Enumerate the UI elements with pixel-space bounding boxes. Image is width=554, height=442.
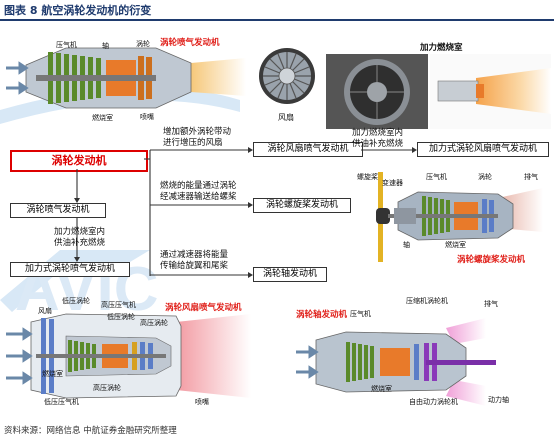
turbofan-label-lp-compressor: 低压压气机 — [44, 398, 79, 406]
afterburner-illustration — [326, 54, 551, 129]
turboshaft-caption: 涡轮轴发动机 — [296, 310, 348, 320]
turbofan-label-hp-turbine-bottom: 高压涡轮 — [93, 384, 121, 392]
box-turbine-engine: 涡轮发动机 — [10, 150, 148, 172]
fan-caption: 风扇 — [278, 113, 294, 122]
turbofan-label-hp-compressor: 高压压气机 — [101, 301, 136, 309]
turboshaft-label-combustor: 燃烧室 — [371, 385, 392, 393]
note-turbojet-afterburner: 加力燃烧室内 供油补充燃烧 — [54, 227, 106, 248]
turboprop-label-gearbox: 变速器 — [382, 179, 403, 187]
figure-title: 图表 8 航空涡轮发动机的衍变 — [4, 4, 152, 17]
turboprop-caption: 涡轮螺旋桨发动机 — [457, 255, 526, 265]
afterburner-caption: 加力燃烧室 — [420, 43, 463, 53]
turbofan-label-fan: 风扇 — [38, 307, 52, 315]
turboprop-label-shaft: 轴 — [403, 241, 410, 249]
box-turboshaft: 涡轮轴发动机 — [253, 267, 327, 282]
turbofan-label-lp-turbine: 低压涡轮 — [107, 313, 135, 321]
turboshaft-label-power-shaft: 动力轴 — [488, 396, 509, 404]
turbofan-caption: 涡轮风扇喷气发动机 — [165, 303, 242, 313]
turboshaft-label-compressor-turbine: 压缩机涡轮机 — [406, 297, 448, 305]
turbofan-label-combustor: 燃烧室 — [42, 370, 63, 378]
turbojet-label-shaft: 轴 — [102, 42, 109, 50]
turboprop-label-exhaust: 排气 — [524, 173, 538, 181]
turbofan-label-lp-turbine-top: 低压涡轮 — [62, 297, 90, 305]
turbojet-label-combustor: 燃烧室 — [92, 114, 113, 122]
turbojet-label-nozzle: 喷嘴 — [140, 113, 154, 121]
note-turbofan-afterburner: 加力燃烧室内 供油补充燃烧 — [352, 128, 404, 149]
turbojet-caption: 涡轮喷气发动机 — [160, 38, 220, 48]
box-afterburning-turbofan: 加力式涡轮风扇喷气发动机 — [417, 142, 549, 157]
note-turbofan: 增加额外涡轮带动 进行增压的风扇 — [163, 127, 232, 148]
turboshaft-label-free-power-turbine: 自由动力涡轮机 — [409, 398, 458, 406]
turboprop-illustration — [376, 172, 543, 262]
turbofan-label-hp-turbine: 高压涡轮 — [140, 319, 168, 327]
turboprop-label-turbine: 涡轮 — [478, 173, 492, 181]
note-turboshaft: 通过减速器将能量 传输给旋翼和尾桨 — [160, 250, 229, 271]
source-note: 资料来源：网络信息 中航证券金融研究所整理 — [4, 426, 177, 436]
note-turboprop: 燃烧的能量通过涡轮 经减速器输送给螺桨 — [160, 181, 237, 202]
box-turbojet: 涡轮喷气发动机 — [10, 203, 106, 218]
turbojet-illustration — [6, 47, 246, 109]
turbofan-label-nozzle: 喷嘴 — [195, 398, 209, 406]
turboprop-label-compressor: 压气机 — [426, 173, 447, 181]
turboprop-label-combustor: 燃烧室 — [445, 241, 466, 249]
turboshaft-label-exhaust: 排气 — [484, 300, 498, 308]
turbofan-illustration — [6, 313, 251, 399]
turboprop-label-propeller: 螺旋桨 — [357, 173, 378, 181]
title-rule — [0, 19, 554, 21]
box-turboprop: 涡轮螺旋桨发动机 — [253, 198, 351, 213]
turbojet-label-turbine: 涡轮 — [136, 40, 150, 48]
turboshaft-label-compressor: 压气机 — [350, 310, 371, 318]
fan-illustration — [259, 48, 315, 104]
box-afterburning-turbojet: 加力式涡轮喷气发动机 — [10, 262, 130, 277]
turbojet-label-compressor: 压气机 — [56, 41, 77, 49]
turboshaft-illustration — [296, 318, 496, 406]
